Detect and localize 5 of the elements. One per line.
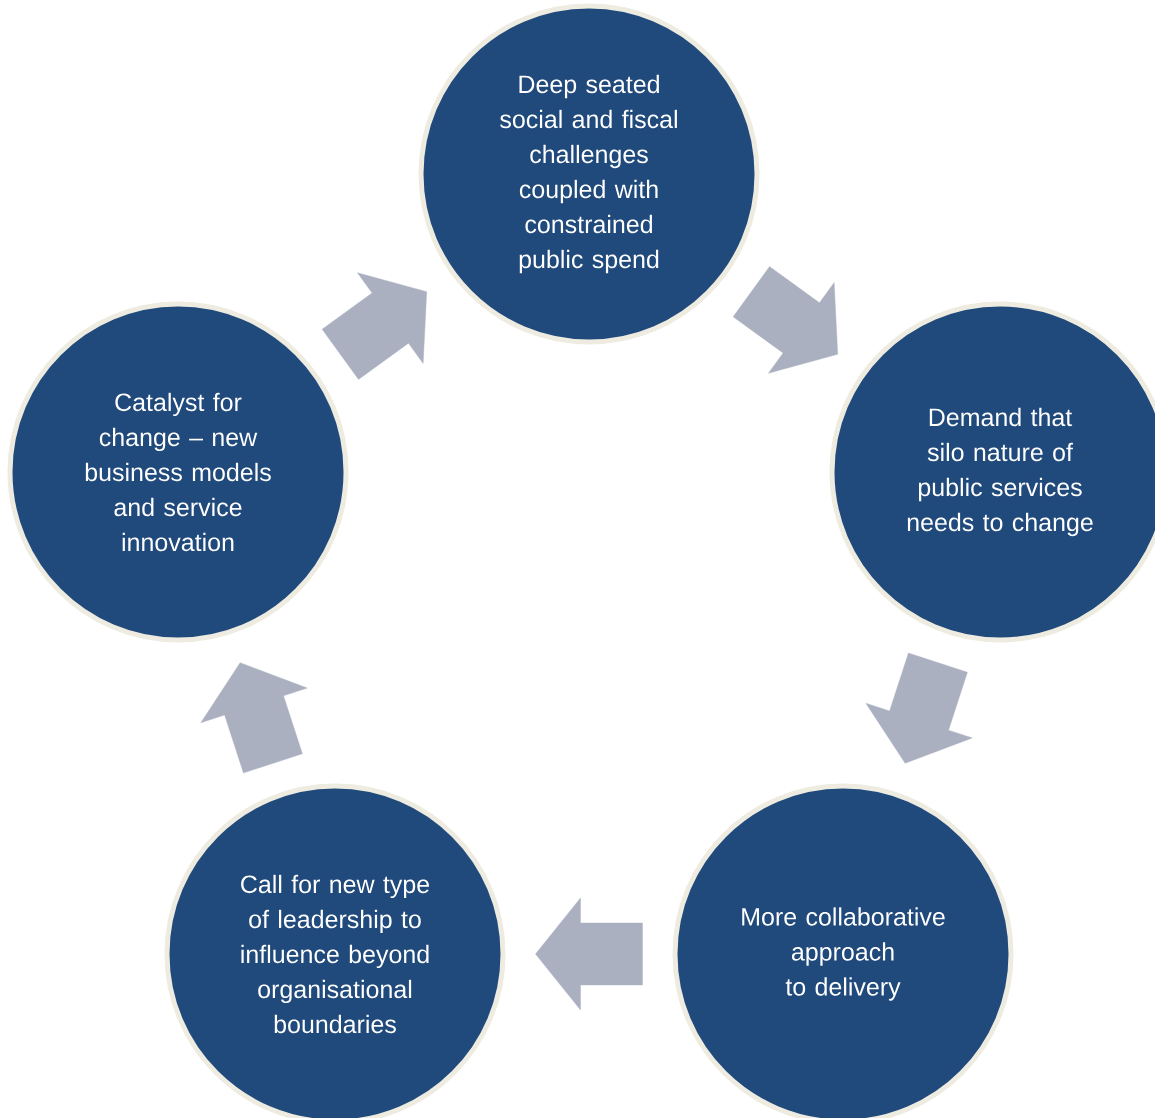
block-arrow bbox=[535, 897, 643, 1011]
block-arrow bbox=[865, 652, 973, 764]
block-arrow bbox=[200, 662, 308, 774]
block-arrow bbox=[732, 266, 838, 374]
block-arrow bbox=[321, 272, 427, 380]
